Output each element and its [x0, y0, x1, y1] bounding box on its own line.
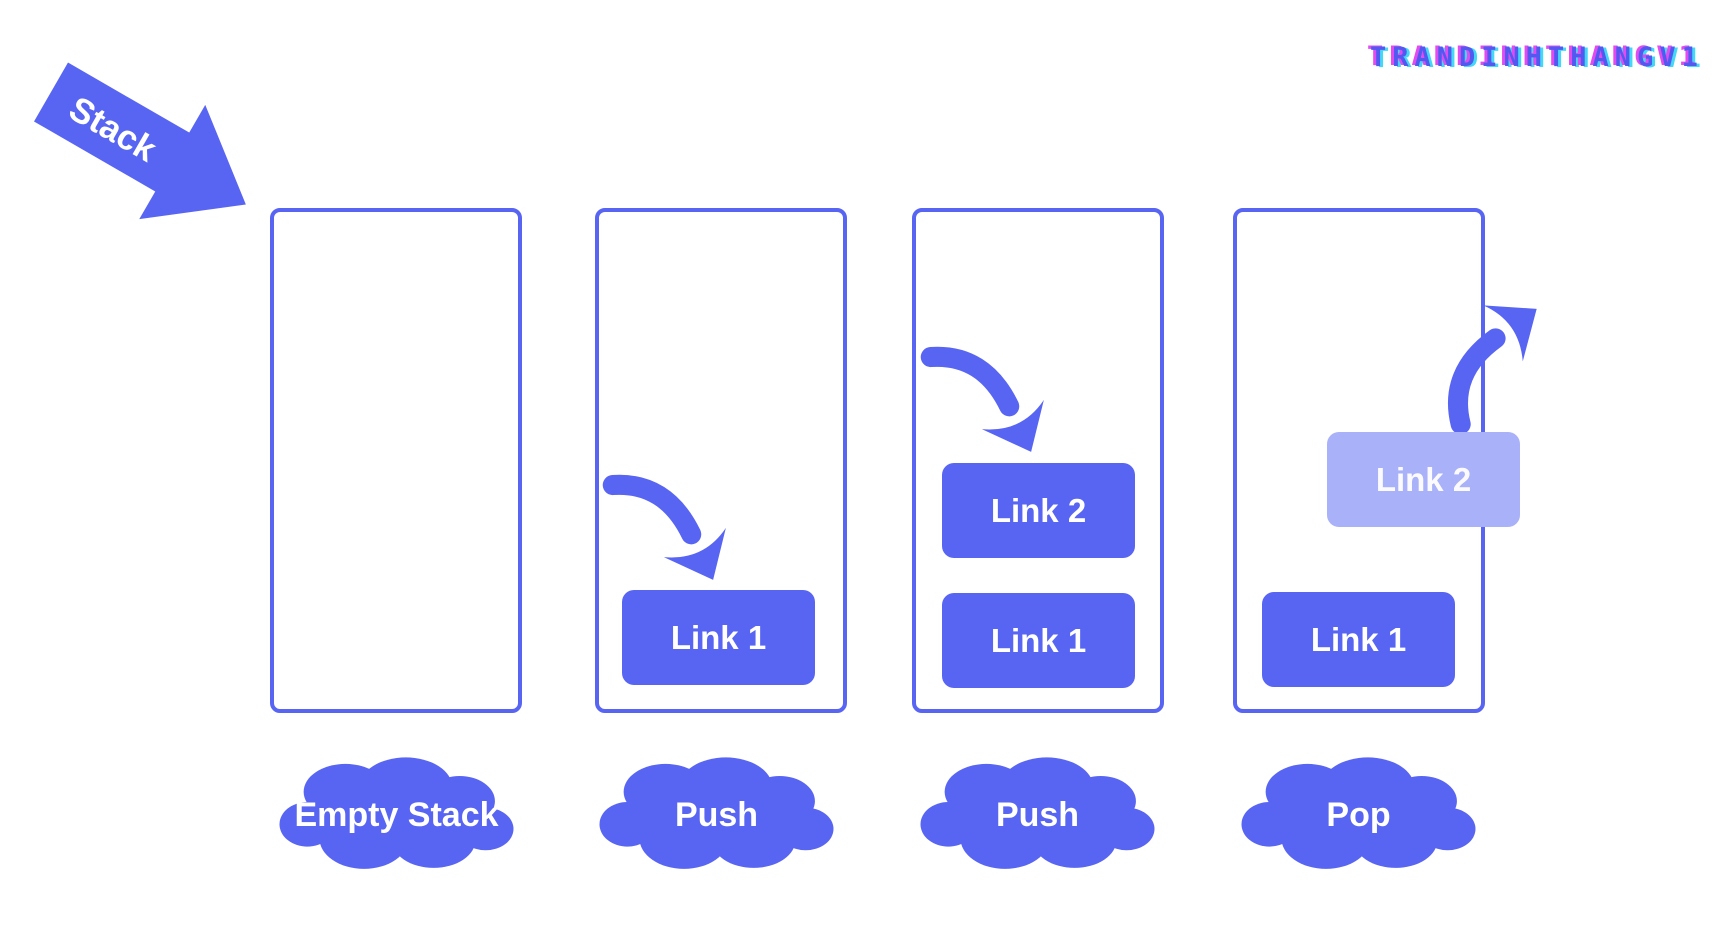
push-arrow-icon: [920, 346, 1044, 452]
stack-label-arrow: Stack: [34, 62, 246, 220]
stage-caption: Empty Stack: [294, 795, 499, 834]
cloud-icon: [599, 757, 834, 869]
cloud-icon: [279, 757, 514, 869]
stack-item: Link 1: [942, 593, 1135, 688]
stack-item: Link 1: [1262, 592, 1455, 687]
stage-caption: Push: [995, 795, 1080, 834]
stack-container-empty: [270, 208, 522, 713]
stack-arrow-shape: [34, 62, 246, 220]
watermark-text: TRANDINHTHANGV1: [1370, 42, 1704, 73]
caption-cloud: Push: [590, 750, 843, 880]
push-arrow-icon: [602, 474, 726, 580]
stage-caption: Pop: [1326, 795, 1391, 834]
pop-arrow-icon: [1448, 305, 1537, 435]
stack-item: Link 2: [942, 463, 1135, 558]
stack-item: Link 1: [622, 590, 815, 685]
popped-item-ghost: Link 2: [1327, 432, 1520, 527]
caption-cloud: Pop: [1232, 750, 1485, 880]
caption-cloud: Push: [911, 750, 1164, 880]
cloud-icon: [920, 757, 1155, 869]
cloud-icon: [1241, 757, 1476, 869]
stage-caption: Push: [674, 795, 759, 834]
caption-cloud: Empty Stack: [270, 750, 523, 880]
